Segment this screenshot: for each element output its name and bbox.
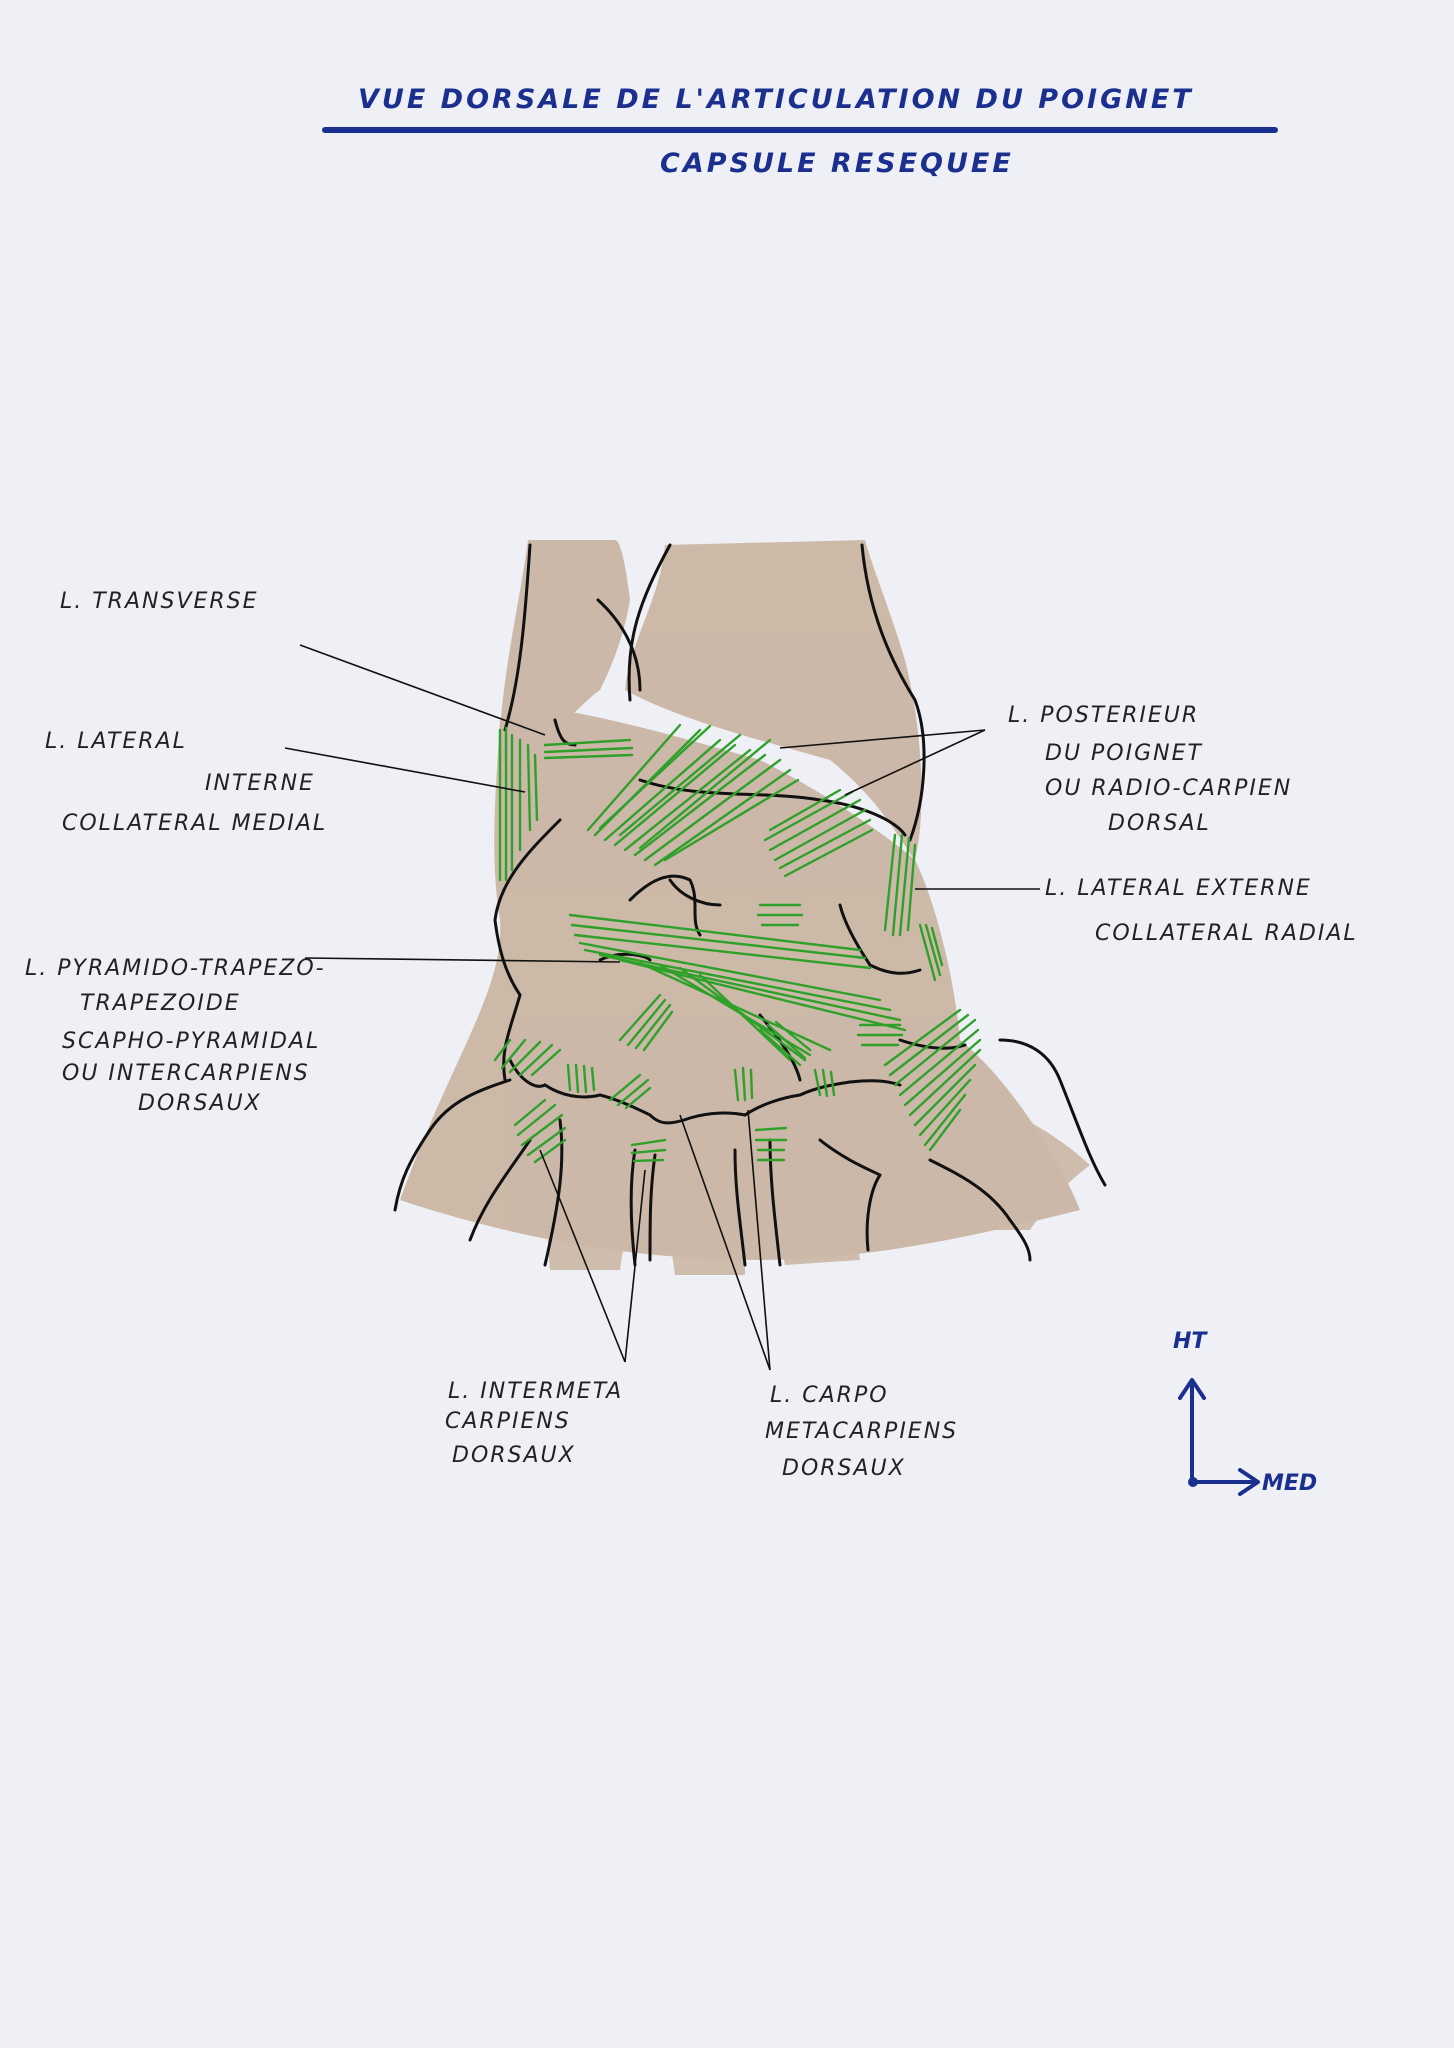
label-carpo-1: L. CARPO xyxy=(770,1383,889,1408)
arrow-up-icon xyxy=(1178,1378,1206,1400)
orientation-right-label: MED xyxy=(1262,1471,1317,1496)
ligament-transverse xyxy=(543,738,634,760)
label-intermeta-3: DORSAUX xyxy=(452,1443,576,1468)
ligament-pyramido-trapezo xyxy=(568,913,907,1062)
label-pyramido-2: TRAPEZOIDE xyxy=(80,991,241,1016)
label-transverse: L. TRANSVERSE xyxy=(60,589,259,614)
ligament-posterieur xyxy=(586,723,874,878)
orientation-up-label: HT xyxy=(1173,1329,1208,1354)
label-lateral-interne-1: L. LATERAL xyxy=(45,729,187,754)
ligament-lateral-interne xyxy=(498,726,539,882)
label-posterieur-3: OU RADIO-CARPIEN xyxy=(1045,776,1292,801)
ligament-carpo-thumb xyxy=(883,1008,982,1152)
label-lateral-interne-2: INTERNE xyxy=(205,771,315,796)
ligament-intercarpiens xyxy=(493,903,904,1110)
wrist-drawing xyxy=(284,540,1107,1371)
label-posterieur-2: DU POIGNET xyxy=(1045,741,1203,766)
label-intermeta-1: L. INTERMETA xyxy=(448,1379,623,1404)
labels: L. TRANSVERSE L. LATERAL INTERNE COLLATE… xyxy=(25,589,1358,1481)
arrow-right-icon xyxy=(1238,1468,1260,1496)
title-block: VUE DORSALE DE L'ARTICULATION DU POIGNET… xyxy=(322,84,1278,179)
ligament-lateral-externe xyxy=(883,833,944,982)
label-lateral-externe-2: COLLATERAL RADIAL xyxy=(1095,921,1358,946)
label-posterieur-1: L. POSTERIEUR xyxy=(1008,703,1199,728)
label-intermeta-2: CARPIENS xyxy=(445,1409,571,1434)
label-pyramido-3: SCAPHO-PYRAMIDAL xyxy=(62,1029,320,1054)
label-pyramido-1: L. PYRAMIDO-TRAPEZO- xyxy=(25,956,326,981)
ligaments xyxy=(493,723,982,1164)
label-carpo-2: METACARPIENS xyxy=(765,1419,958,1444)
orientation-indicator: HT MED xyxy=(1173,1329,1317,1496)
title-line-2: CAPSULE RESEQUEE xyxy=(660,148,1014,179)
title-line-1: VUE DORSALE DE L'ARTICULATION DU POIGNET xyxy=(358,84,1194,115)
ligament-intermeta xyxy=(513,1098,788,1164)
leader-lines xyxy=(284,644,1040,1371)
label-pyramido-5: DORSAUX xyxy=(138,1091,262,1116)
bone-outlines xyxy=(393,543,1107,1267)
label-posterieur-4: DORSAL xyxy=(1108,811,1211,836)
label-lateral-interne-3: COLLATERAL MEDIAL xyxy=(62,811,327,836)
label-lateral-externe-1: L. LATERAL EXTERNE xyxy=(1045,876,1312,901)
label-pyramido-4: OU INTERCARPIENS xyxy=(62,1061,310,1086)
label-carpo-3: DORSAUX xyxy=(782,1456,906,1481)
